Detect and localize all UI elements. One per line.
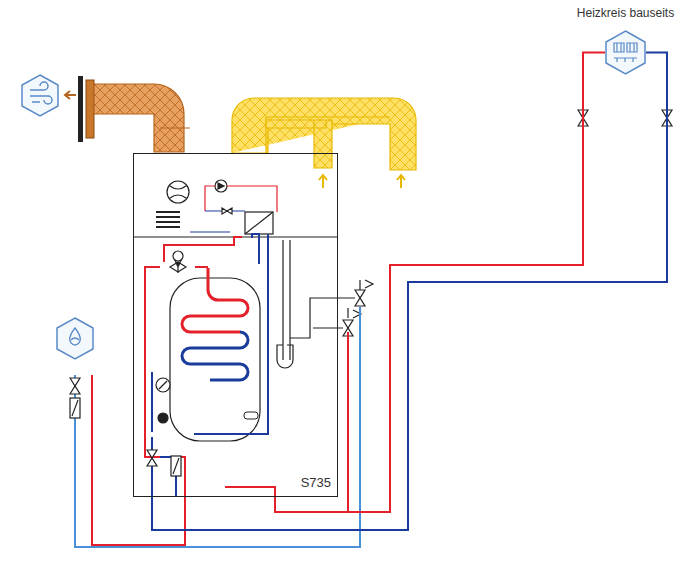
model-name: S735 <box>301 475 331 490</box>
intake-duct <box>232 98 416 188</box>
pipe-stroke <box>225 487 275 497</box>
valve-symbols <box>147 251 186 476</box>
hexagon-outline <box>603 30 648 75</box>
pipe-stroke <box>30 82 52 104</box>
pipe-stroke <box>277 240 293 368</box>
storage-tank <box>170 268 260 441</box>
pipe-stroke <box>22 75 58 116</box>
pipe-stroke <box>319 175 405 188</box>
circuit-valves <box>578 110 672 126</box>
pipe-stroke <box>151 372 153 497</box>
pipe-stroke <box>170 186 186 198</box>
pipe-stroke <box>222 208 232 214</box>
pipe-stroke <box>57 318 93 359</box>
pipe-stroke <box>194 234 268 434</box>
pipe-stroke <box>227 186 277 212</box>
pipe-stroke <box>347 332 349 512</box>
exhaust-icon <box>22 75 76 116</box>
pipe-stroke <box>290 298 355 338</box>
pipe-stroke <box>245 212 273 234</box>
pipe-stroke <box>182 268 248 332</box>
pipe-stroke <box>147 450 157 466</box>
pipe-stroke <box>160 128 190 129</box>
pipe-stroke <box>156 378 170 392</box>
pipe-stroke <box>86 80 94 138</box>
pipe-stroke <box>78 76 83 142</box>
circuit-label: Heizkreis bauseits <box>577 6 674 20</box>
pipe-stroke <box>171 456 181 476</box>
pipe-stroke <box>65 91 76 99</box>
pipe-stroke <box>252 234 260 238</box>
pipe-stroke <box>94 84 184 152</box>
pipe-stroke <box>158 413 168 423</box>
radiator-symbol <box>614 43 637 62</box>
heat-pump-module <box>133 180 338 237</box>
pipe-stroke <box>355 280 373 306</box>
pipe-stroke <box>275 234 276 487</box>
pipe-stroke <box>197 266 208 268</box>
pipe-stroke <box>156 212 180 227</box>
pipe-stroke <box>205 186 215 211</box>
hexagon <box>606 31 645 74</box>
heating-circuit-icon: Heizkreis bauseits <box>603 30 648 75</box>
pipe-stroke <box>343 308 361 336</box>
heat-pump-housing: S735 <box>133 153 338 497</box>
pipe-stroke <box>244 412 258 419</box>
exhaust-duct <box>78 76 190 152</box>
pipe-stroke <box>164 237 242 262</box>
pipe-stroke <box>245 212 273 234</box>
pipe-stroke <box>218 183 224 189</box>
pipe-stroke <box>72 400 78 416</box>
pipe-stroke <box>173 251 183 261</box>
pipe-stroke <box>266 120 332 168</box>
pipe-stroke <box>182 332 248 380</box>
pipe-stroke <box>70 328 81 345</box>
pipe-stroke <box>190 211 245 232</box>
pipe-stroke <box>92 375 185 545</box>
pipe-stroke <box>159 381 167 389</box>
pipe-stroke <box>70 378 80 394</box>
pipe-stroke <box>145 258 208 497</box>
water-icon <box>57 318 93 359</box>
pipe-stroke <box>173 458 179 474</box>
safety-valves <box>277 240 373 368</box>
internal-pipes <box>145 234 275 497</box>
pipe-stroke <box>167 181 189 203</box>
pipe-stroke <box>70 398 80 418</box>
pipe-stroke <box>215 180 227 192</box>
water-fittings <box>70 378 80 418</box>
return-pipe <box>152 53 667 531</box>
pipe-stroke <box>232 98 416 170</box>
